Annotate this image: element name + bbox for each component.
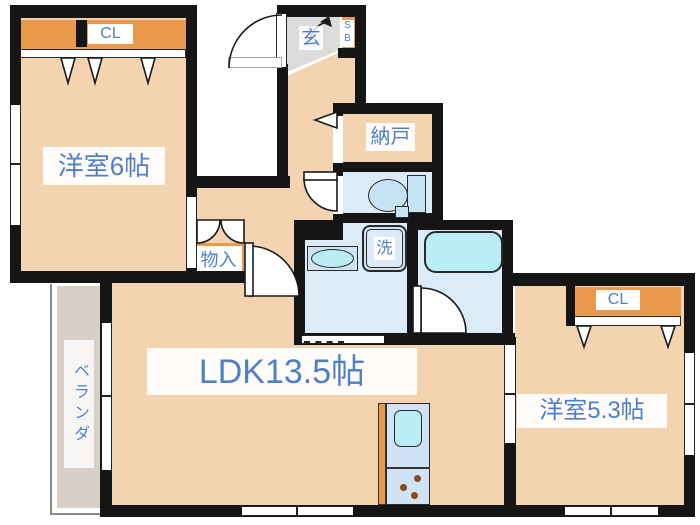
stove-burner	[400, 484, 407, 491]
hanger-mark	[575, 325, 593, 350]
hanger-mark	[139, 57, 157, 86]
door-nando-opening	[333, 116, 343, 163]
wall-bath-top	[407, 220, 513, 230]
window-tick	[10, 163, 21, 165]
wall-west6-top	[10, 5, 197, 18]
wall-washroom-left	[294, 230, 305, 345]
hanger-mark	[59, 57, 77, 86]
sliding-door-track-dashes	[304, 338, 344, 343]
kitchen-sink	[394, 410, 422, 447]
bathtub	[424, 231, 503, 273]
label-veranda: ベランダ	[64, 340, 94, 468]
toilet-seat-box	[395, 206, 409, 218]
bath-door-leaf	[412, 285, 422, 334]
label-western6: 洋室6帖	[43, 147, 165, 185]
ldk-door-arc	[248, 245, 300, 297]
label-laundry: 洗	[374, 237, 395, 260]
nando-door-marker	[312, 110, 338, 130]
shoebox-letter-s: S	[344, 20, 351, 31]
sliding-door-washroom	[302, 335, 384, 344]
window-tick	[684, 403, 695, 405]
wall-closet-right-stub	[566, 286, 575, 326]
label-nando: 納戸	[366, 123, 415, 151]
wall-west6-bottom	[10, 271, 245, 283]
closet-left-divider	[76, 20, 87, 47]
entry-door-arc	[228, 14, 283, 69]
ldk-door-leaf	[244, 242, 254, 297]
label-genkan: 玄	[299, 26, 323, 50]
label-closet-right: CL	[596, 290, 640, 310]
stove-burner	[411, 492, 418, 499]
room-western6-floor	[21, 17, 186, 271]
label-monoire: 物入	[197, 248, 240, 271]
veranda-outline	[50, 284, 108, 515]
washbasin-sink	[311, 249, 354, 268]
wall-washroom-top	[294, 220, 343, 240]
wall-hall-left	[277, 64, 288, 188]
wall-nando-toilet	[343, 162, 432, 172]
shoebox-inner	[341, 20, 354, 47]
wall-nando-top	[333, 103, 443, 114]
label-western53: 洋室5.3帖	[517, 394, 667, 428]
stove-burner	[414, 475, 421, 482]
kitchen-divider	[386, 467, 430, 469]
wall-nando-right	[432, 103, 443, 230]
shoebox-letter-b: B	[344, 33, 351, 44]
wall-west53-top	[502, 273, 695, 286]
window-tick	[296, 506, 298, 516]
hanger-mark	[659, 325, 677, 350]
label-closet-left: CL	[88, 24, 133, 44]
door-toilet-opening	[333, 176, 343, 214]
wall-shoebox-right	[355, 5, 366, 114]
wall-under-shoebox	[338, 48, 366, 58]
wall-toilet-left	[333, 114, 343, 223]
kitchen-counter-edge	[378, 403, 386, 505]
window-tick	[101, 395, 112, 397]
window-tick	[610, 506, 612, 516]
wall-wash-bath	[407, 220, 418, 345]
label-shoebox: S B	[341, 19, 354, 47]
monoire-door-left-arc	[196, 219, 221, 244]
wall-alcove-bottom	[186, 176, 290, 188]
window-west6-left	[10, 105, 21, 225]
label-ldk: LDK13.5帖	[147, 348, 417, 395]
monoire-door-right-arc	[220, 219, 245, 244]
wall-toilet-bottom	[333, 213, 443, 223]
toilet-door-arc	[303, 177, 338, 212]
wall-west6-right	[186, 5, 197, 271]
bath-door-arc	[420, 287, 467, 334]
shoebox-door-arrow	[320, 16, 332, 27]
window-tick	[504, 393, 516, 395]
wall-genkan-top	[277, 5, 366, 17]
hanger-mark	[86, 57, 104, 86]
toilet-door-leaf	[303, 171, 338, 181]
